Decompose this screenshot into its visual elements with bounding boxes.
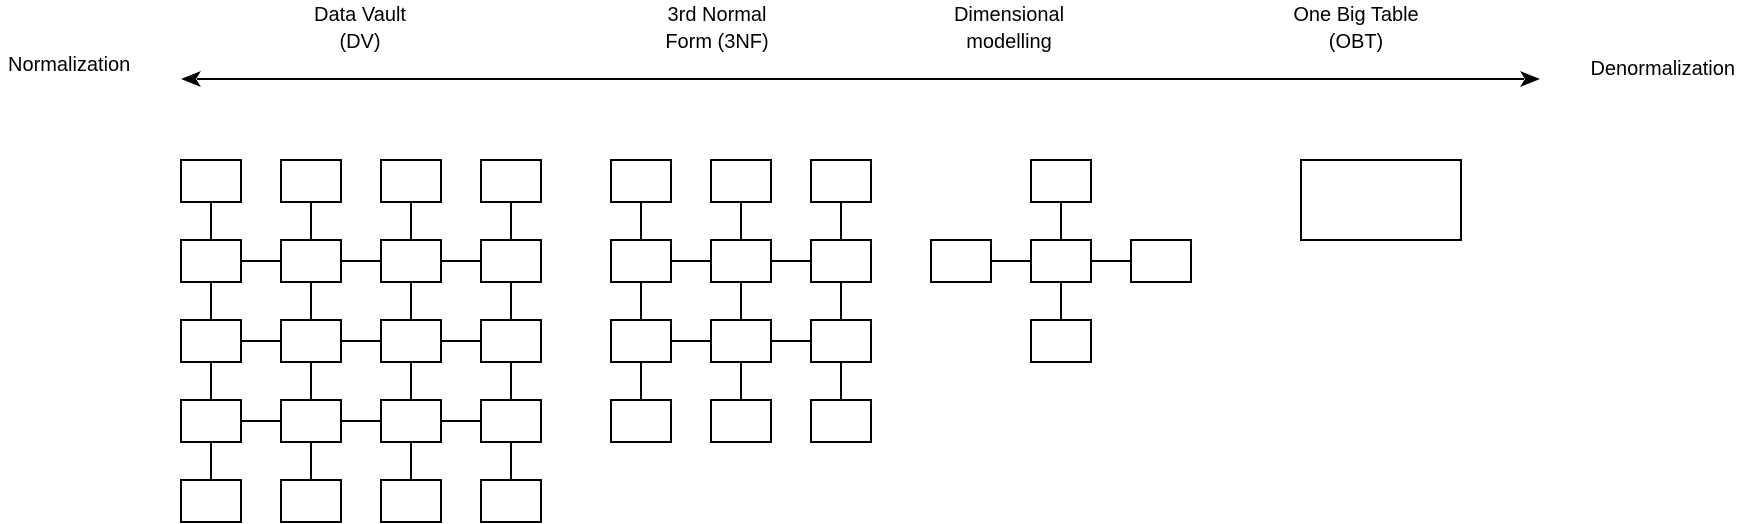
entity-box bbox=[1030, 159, 1092, 203]
entity-box bbox=[180, 479, 242, 523]
entity-box bbox=[180, 159, 242, 203]
entity-box bbox=[710, 159, 772, 203]
title-line: Form (3NF) bbox=[665, 31, 769, 53]
entity-box bbox=[380, 159, 442, 203]
entity-box bbox=[610, 239, 672, 283]
entity-box bbox=[810, 399, 872, 443]
spectrum-arrow bbox=[181, 71, 1540, 87]
dimensional-modelling-diagram bbox=[930, 159, 1192, 363]
entity-box bbox=[610, 399, 672, 443]
title-line: modelling bbox=[966, 31, 1052, 53]
axis-label-denormalization: Denormalization bbox=[1590, 58, 1735, 80]
entity-box bbox=[930, 239, 992, 283]
entity-box bbox=[1130, 239, 1192, 283]
entity-box bbox=[280, 399, 342, 443]
third-normal-form-diagram bbox=[610, 159, 872, 443]
title-line: One Big Table bbox=[1293, 4, 1419, 26]
entity-box bbox=[280, 159, 342, 203]
title-dimensional-modelling: Dimensional modelling bbox=[954, 2, 1064, 56]
title-one-big-table: One Big Table (OBT) bbox=[1293, 2, 1418, 56]
entity-box bbox=[380, 319, 442, 363]
entity-box bbox=[610, 159, 672, 203]
entity-box bbox=[380, 399, 442, 443]
entity-box bbox=[380, 239, 442, 283]
entity-box bbox=[1030, 239, 1092, 283]
title-line: (DV) bbox=[339, 31, 381, 53]
title-3nf: 3rd Normal Form (3NF) bbox=[665, 2, 768, 56]
entity-box bbox=[810, 159, 872, 203]
entity-box bbox=[480, 479, 542, 523]
entity-box bbox=[280, 239, 342, 283]
entity-box bbox=[280, 319, 342, 363]
title-line: Data Vault bbox=[314, 4, 406, 26]
entity-box bbox=[480, 399, 542, 443]
entity-box bbox=[480, 239, 542, 283]
entity-box bbox=[380, 479, 442, 523]
data-vault-diagram bbox=[180, 159, 542, 523]
entity-box bbox=[180, 319, 242, 363]
entity-box bbox=[480, 319, 542, 363]
title-data-vault: Data Vault (DV) bbox=[314, 2, 406, 56]
title-line: 3rd Normal bbox=[667, 4, 767, 26]
entity-box bbox=[1030, 319, 1092, 363]
entity-box bbox=[710, 399, 772, 443]
title-line: (OBT) bbox=[1328, 31, 1384, 53]
title-line: Dimensional bbox=[953, 4, 1065, 26]
entity-box bbox=[710, 239, 772, 283]
entity-box bbox=[810, 319, 872, 363]
entity-box bbox=[480, 159, 542, 203]
one-big-table-diagram bbox=[1300, 159, 1462, 241]
entity-box bbox=[810, 239, 872, 283]
entity-box bbox=[280, 479, 342, 523]
entity-box bbox=[180, 239, 242, 283]
entity-box bbox=[610, 319, 672, 363]
entity-box bbox=[710, 319, 772, 363]
entity-box bbox=[180, 399, 242, 443]
arrow-head-right-icon bbox=[1520, 71, 1540, 87]
axis-label-normalization: Normalization bbox=[8, 54, 131, 76]
entity-box bbox=[1300, 159, 1462, 241]
arrow-head-left-icon bbox=[181, 71, 201, 87]
